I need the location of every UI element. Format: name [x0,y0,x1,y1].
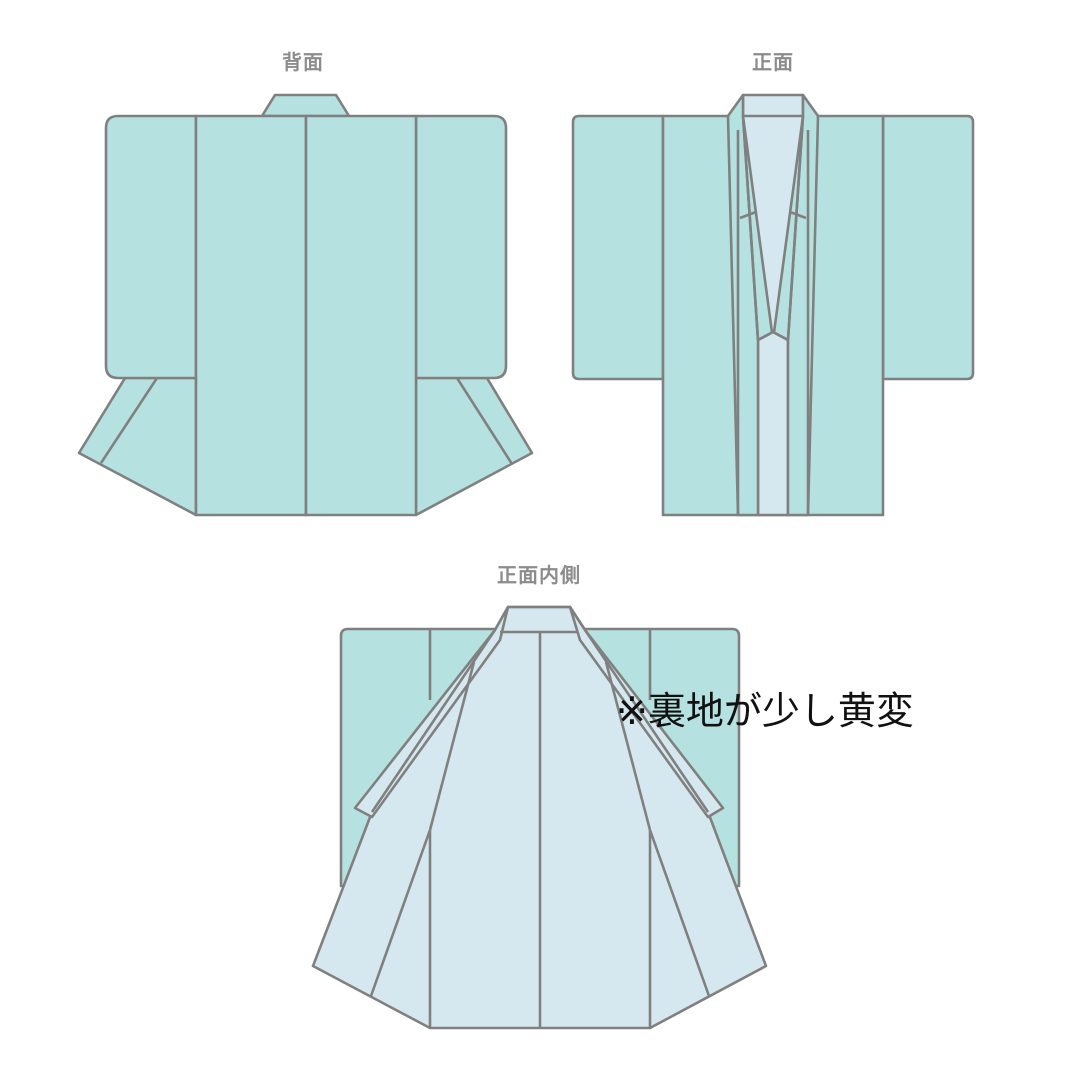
back-right-skirt-flare [414,376,534,517]
inside-right-collar [568,605,725,819]
front-view-garment [571,93,975,517]
back-body-left-panel [194,114,308,517]
front-right-sleeve [881,114,975,381]
back-collar [260,93,351,118]
back-view-garment [77,93,534,517]
inside-left-collar [353,605,510,819]
back-view-label: 背面 [282,50,324,74]
back-right-sleeve [414,114,508,380]
front-inside-view-garment [311,605,768,1030]
front-view-label: 正面 [752,50,794,74]
lining-yellowing-note: ※裏地が少し黄変 [616,689,914,733]
back-left-skirt-flare [77,376,198,517]
back-left-sleeve [104,114,198,380]
front-inside-view-label: 正面内側 [497,563,581,587]
front-left-sleeve [571,114,665,381]
back-body-right-panel [304,114,418,517]
front-inner-lining-strip [756,330,790,517]
